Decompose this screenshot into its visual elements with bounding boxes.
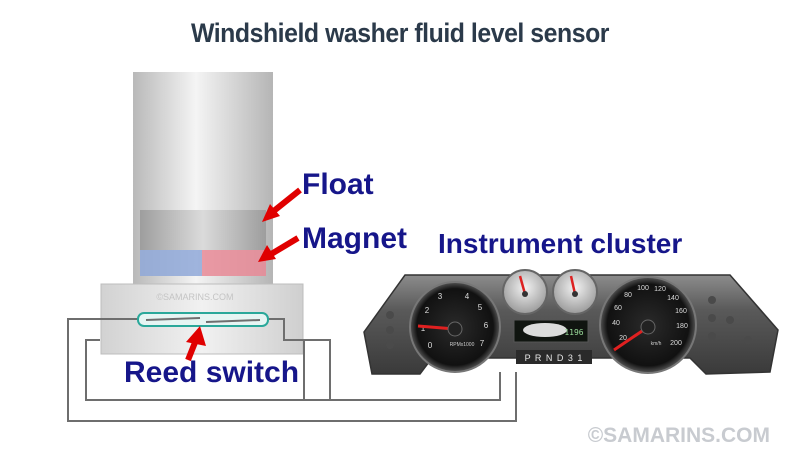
- speed-tick-label: 100: [637, 285, 649, 292]
- speed-tick-label: 20: [619, 335, 627, 342]
- reed-switch: [137, 312, 269, 327]
- odometer: 1196: [564, 328, 583, 337]
- float: [140, 210, 266, 250]
- tach-tick-label: 3: [438, 292, 443, 301]
- instrument-cluster-label: Instrument cluster: [438, 228, 683, 259]
- tach-tick-label: 0: [428, 341, 433, 350]
- float-label: Float: [302, 168, 374, 201]
- tach-tick-label: 2: [425, 306, 430, 315]
- speed-tick-label: 80: [624, 292, 632, 299]
- center-display: 1196: [513, 319, 589, 343]
- speed-tick-label: 160: [675, 308, 687, 315]
- tachometer: 0 1 2 3 4 5 6 7 RPMx1000: [409, 281, 501, 373]
- tach-unit-label: RPMx1000: [450, 342, 475, 348]
- reed-switch-label: Reed switch: [124, 356, 300, 389]
- tach-tick-label: 4: [465, 292, 470, 301]
- watermark: ©SAMARINS.COM: [587, 424, 770, 447]
- gear-indicator: P R N D 3 1: [525, 353, 584, 363]
- speed-tick-label: 60: [614, 305, 622, 312]
- fuel-gauge: [502, 269, 548, 315]
- speed-unit-label: km/h: [651, 341, 662, 347]
- warning-lights: [386, 296, 752, 349]
- speed-tick-label: 120: [654, 286, 666, 293]
- speed-tick-label: 140: [667, 295, 679, 302]
- magnet-arrow: [258, 235, 300, 262]
- float-arrow: [262, 187, 302, 222]
- speed-tick-labels: 20 40 60 80 100 120 140 160 180 200: [612, 285, 688, 347]
- tach-tick-label: 5: [478, 303, 483, 312]
- tach-tick-labels: 0 1 2 3 4 5 6 7: [421, 292, 489, 350]
- speedometer: 20 40 60 80 100 120 140 160 180 200 km/h: [599, 276, 697, 374]
- speed-tick-label: 180: [676, 323, 688, 330]
- speed-tick-label: 40: [612, 320, 620, 327]
- magnet: [140, 250, 266, 276]
- speed-tick-label: 200: [670, 340, 682, 347]
- diagram-title: Windshield washer fluid level sensor: [190, 18, 610, 48]
- tach-tick-label: 7: [480, 339, 485, 348]
- svg-text:©SAMARINS.COM: ©SAMARINS.COM: [156, 292, 233, 302]
- tach-tick-label: 6: [484, 321, 489, 330]
- temperature-gauge: [552, 269, 598, 315]
- wiring: [67, 318, 517, 422]
- instrument-cluster: 0 1 2 3 4 5 6 7 RPMx1000: [363, 269, 779, 375]
- tach-tick-label: 1: [421, 324, 426, 333]
- magnet-label: Magnet: [302, 222, 407, 255]
- reed-switch-arrow: [185, 326, 206, 362]
